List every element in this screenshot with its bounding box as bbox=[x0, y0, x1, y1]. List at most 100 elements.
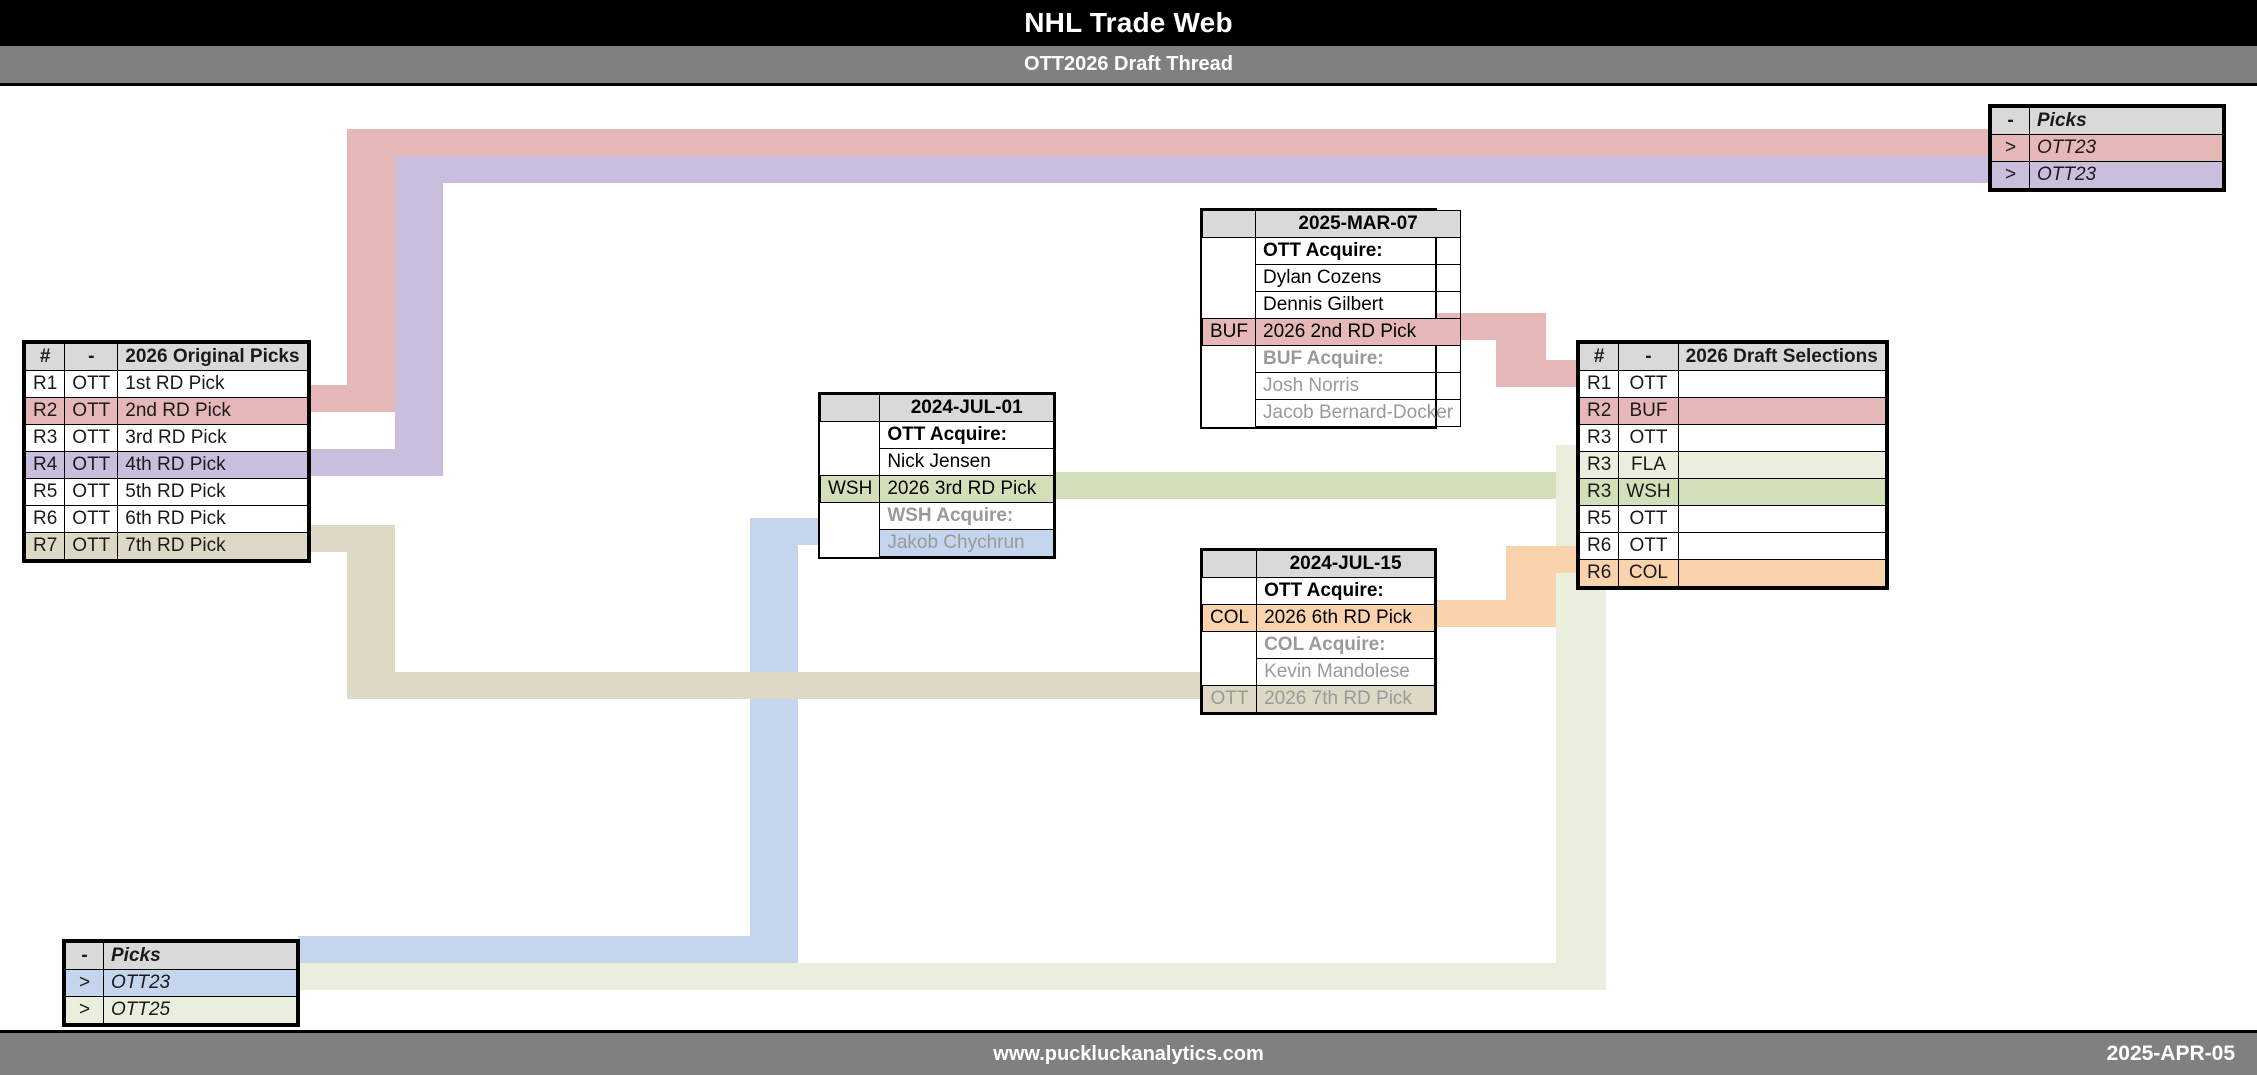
trade-line[interactable]: Kevin Mandolese bbox=[1202, 658, 1435, 686]
pick-round: R3 bbox=[1578, 478, 1620, 506]
trade-line[interactable]: Jacob Bernard-Docker bbox=[1202, 399, 1462, 427]
column-header: 2026 Original Picks bbox=[117, 343, 308, 371]
pick-round: R1 bbox=[24, 370, 66, 398]
table-row[interactable]: >OTT23 bbox=[1991, 161, 2223, 189]
trade-line-text: Josh Norris bbox=[1254, 372, 1462, 400]
ribbon-pink-r2-stub bbox=[296, 385, 395, 412]
pick-round: R6 bbox=[1578, 532, 1620, 560]
page-subtitle: OTT2026 Draft Thread bbox=[0, 46, 2257, 86]
ribbon-purple-r4-up bbox=[395, 156, 443, 476]
trade-date: 2024-JUL-15 bbox=[1256, 550, 1435, 578]
pick-arrow-icon: > bbox=[1991, 161, 2030, 189]
pick-round: R2 bbox=[24, 397, 66, 425]
trade-line-text: BUF Acquire: bbox=[1254, 345, 1462, 373]
pick-team: OTT bbox=[64, 505, 119, 533]
table-row[interactable]: >OTT25 bbox=[65, 996, 297, 1024]
pick-desc bbox=[1677, 505, 1886, 533]
ribbon-purple-top bbox=[395, 156, 2000, 183]
pick-desc bbox=[1677, 559, 1886, 587]
trade-line-team-blank bbox=[1202, 372, 1256, 400]
trade-line-team: COL bbox=[1201, 604, 1258, 632]
trade-line[interactable]: Dylan Cozens bbox=[1202, 264, 1462, 292]
trade-line-team: OTT bbox=[1201, 685, 1258, 713]
pick-desc: 3rd RD Pick bbox=[117, 424, 308, 452]
trade-line[interactable]: OTT Acquire: bbox=[820, 421, 1054, 449]
ribbon-blue-down bbox=[750, 518, 798, 963]
pick-team: BUF bbox=[1618, 397, 1679, 425]
pick-team: OTT bbox=[64, 532, 119, 560]
pick-round: R3 bbox=[1578, 451, 1620, 479]
pick-label: OTT23 bbox=[2029, 161, 2223, 189]
trade-line-text: 2026 3rd RD Pick bbox=[879, 475, 1054, 503]
pick-round: R6 bbox=[24, 505, 66, 533]
footer-site[interactable]: www.puckluckanalytics.com bbox=[993, 1042, 1264, 1065]
ribbon-tan-bottom bbox=[347, 672, 1206, 699]
trade-line[interactable]: WSH Acquire: bbox=[820, 502, 1054, 530]
table-picks-bottom-left[interactable]: -Picks>OTT23>OTT25 bbox=[62, 939, 300, 1027]
trade-line[interactable]: Josh Norris bbox=[1202, 372, 1462, 400]
trade-line[interactable]: OTT Acquire: bbox=[1202, 237, 1462, 265]
footer: www.puckluckanalytics.com 2025-APR-05 bbox=[0, 1030, 2257, 1075]
trade-line-team-blank bbox=[820, 529, 881, 557]
pick-arrow-icon: > bbox=[1991, 134, 2030, 162]
trade-line[interactable]: Dennis Gilbert bbox=[1202, 291, 1462, 319]
table-row[interactable]: >OTT23 bbox=[1991, 134, 2223, 162]
pick-round: R7 bbox=[24, 532, 66, 560]
trade-header-row: 2024-JUL-01 bbox=[819, 394, 1054, 422]
trade-header-spacer bbox=[1201, 550, 1258, 578]
trade-line-text: Jacob Bernard-Docker bbox=[1254, 399, 1462, 427]
pick-round: R3 bbox=[1578, 424, 1620, 452]
trade-line[interactable]: Jakob Chychrun bbox=[820, 529, 1054, 557]
trade-line-team: WSH bbox=[819, 475, 881, 503]
trade-line-team-blank bbox=[1202, 631, 1258, 659]
ribbon-blue-bottom bbox=[298, 936, 798, 963]
table-row[interactable]: >OTT23 bbox=[65, 969, 297, 997]
trade-line-text: Dylan Cozens bbox=[1254, 264, 1462, 292]
trade-line-team-blank bbox=[1202, 345, 1256, 373]
trade-line[interactable]: BUF Acquire: bbox=[1202, 345, 1462, 373]
trade-line-team-blank bbox=[1202, 264, 1256, 292]
pick-desc bbox=[1677, 532, 1886, 560]
pick-team: COL bbox=[1618, 559, 1679, 587]
pick-desc bbox=[1677, 397, 1886, 425]
ribbon-tan-down bbox=[347, 525, 395, 699]
pick-team: WSH bbox=[1618, 478, 1679, 506]
pick-desc bbox=[1677, 424, 1886, 452]
trade-line-text: WSH Acquire: bbox=[879, 502, 1054, 530]
pick-round: R3 bbox=[24, 424, 66, 452]
table-picks-top-right[interactable]: -Picks>OTT23>OTT23 bbox=[1988, 104, 2226, 192]
trade-line-team-blank bbox=[820, 421, 881, 449]
trade-line-team-blank bbox=[1202, 577, 1258, 605]
pick-team: OTT bbox=[1618, 370, 1679, 398]
pick-team: FLA bbox=[1618, 451, 1679, 479]
table-header-row: -Picks bbox=[1991, 107, 2223, 135]
trade-line[interactable]: COL Acquire: bbox=[1202, 631, 1435, 659]
trade-line[interactable]: Nick Jensen bbox=[820, 448, 1054, 476]
trade-line[interactable]: OTT Acquire: bbox=[1202, 577, 1435, 605]
pick-team: OTT bbox=[1618, 424, 1679, 452]
